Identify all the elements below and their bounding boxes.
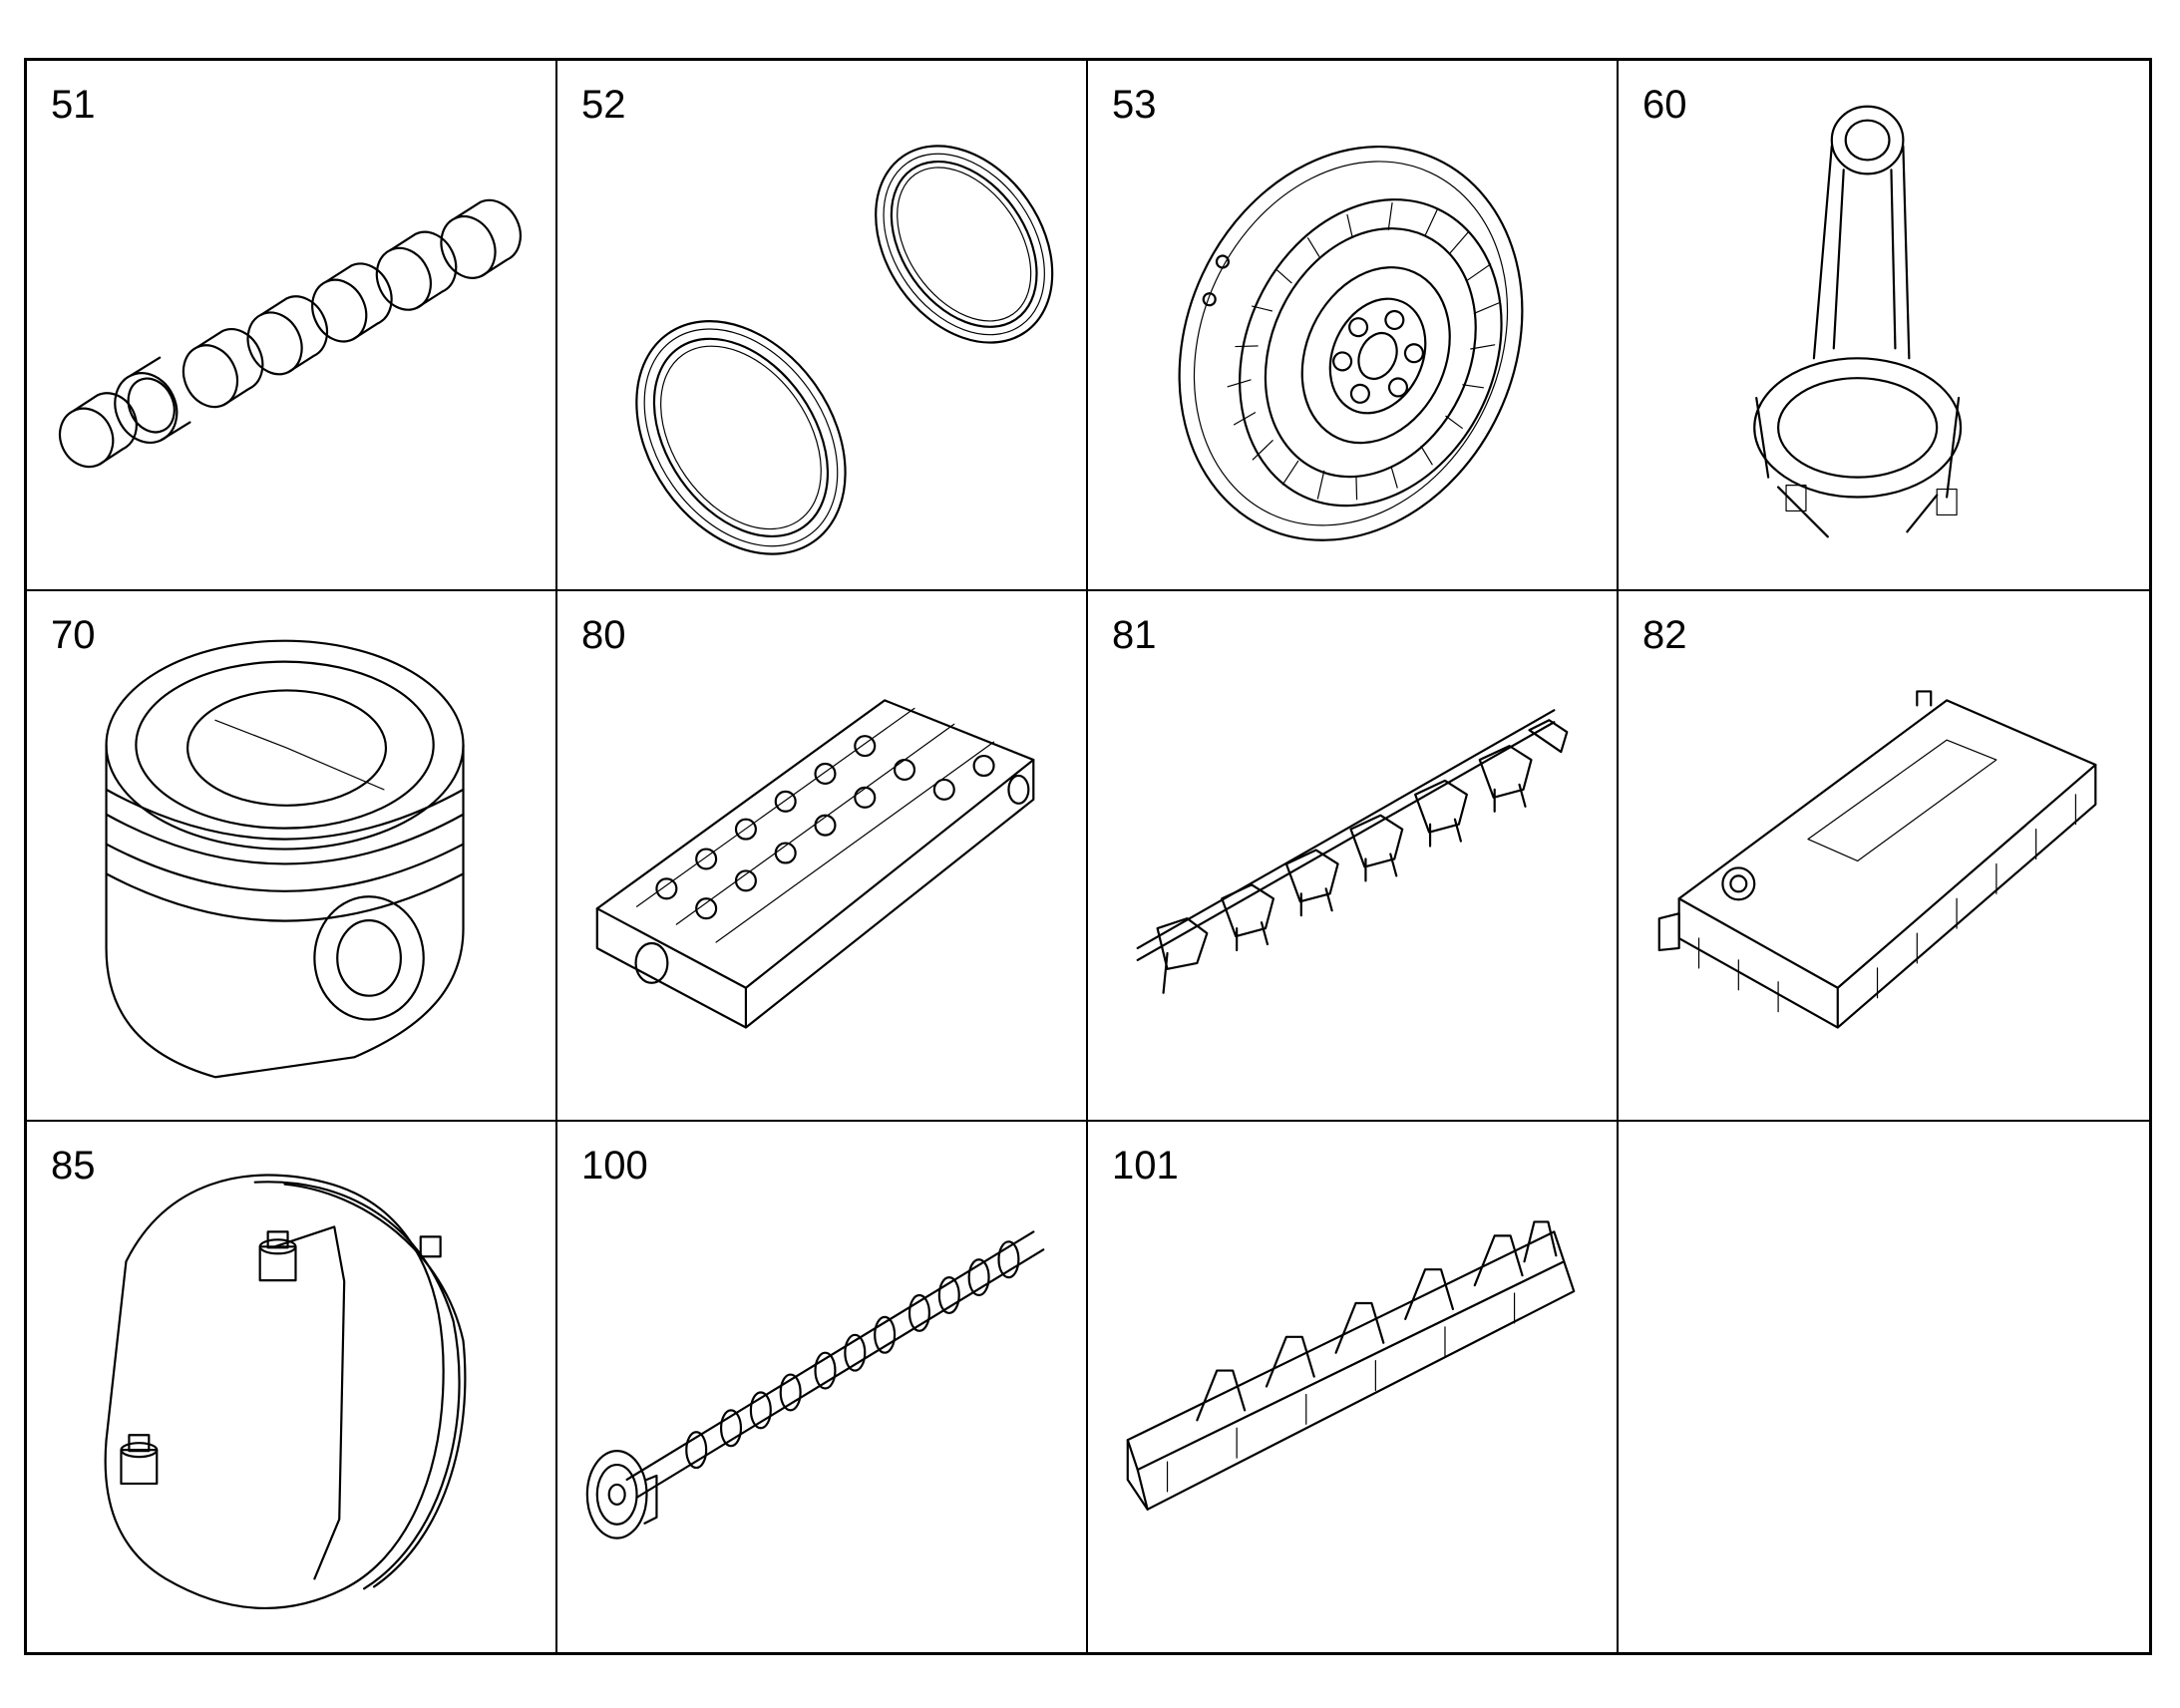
part-number: 85	[51, 1144, 96, 1188]
part-cell-80: 80	[557, 591, 1088, 1122]
valve-cover-icon	[1657, 690, 2097, 1029]
part-number: 82	[1642, 613, 1687, 657]
part-cell-85: 85	[27, 1122, 557, 1652]
cylinder-head-icon	[595, 699, 1035, 1029]
part-number: 80	[581, 613, 626, 657]
part-cell-60: 60	[1619, 61, 2149, 591]
part-number: 81	[1112, 613, 1157, 657]
rocker-shaft-housing-icon	[1126, 1220, 1576, 1511]
part-number: 70	[51, 613, 96, 657]
bearing-shells-icon	[58, 198, 522, 469]
vibration-damper-icon	[1178, 145, 1524, 541]
part-cell-53: 53	[1088, 61, 1619, 591]
rocker-arm-assembly-icon	[1136, 709, 1569, 994]
part-cell-100: 100	[557, 1122, 1088, 1652]
part-number: 53	[1112, 83, 1157, 127]
part-cell-70: 70	[27, 591, 557, 1122]
part-number: 51	[51, 83, 96, 127]
cover-plate-icon	[104, 1174, 467, 1610]
part-cell-51: 51	[27, 61, 557, 591]
connecting-rod-icon	[1753, 105, 1963, 538]
part-number: 52	[581, 83, 626, 127]
part-number: 101	[1112, 1144, 1179, 1188]
piston-icon	[105, 639, 465, 1079]
part-number: 100	[581, 1144, 648, 1188]
part-cell-52: 52	[557, 61, 1088, 591]
part-cell-82: 82	[1619, 591, 2149, 1122]
seal-rings-icon	[635, 145, 1054, 555]
part-cell-101: 101	[1088, 1122, 1619, 1652]
parts-grid: 51 52 53	[24, 58, 2152, 1655]
part-cell-81: 81	[1088, 591, 1619, 1122]
camshaft-icon	[585, 1230, 1045, 1539]
part-number: 60	[1642, 83, 1687, 127]
empty-cell	[1619, 1122, 2149, 1652]
